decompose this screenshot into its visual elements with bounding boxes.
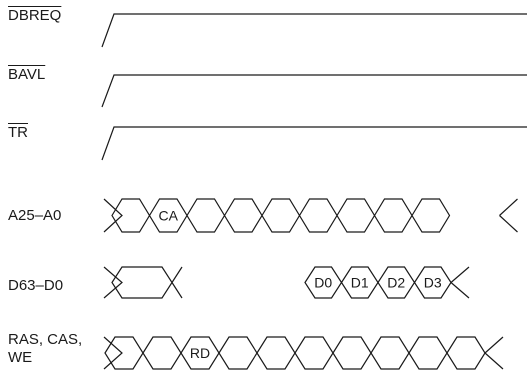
level-waveform-bavl — [101, 74, 527, 108]
signal-label-ctrl-line2: WE — [8, 349, 33, 366]
bus-cell-ctrl-9 — [446, 336, 486, 370]
bus-cell-addr-4 — [261, 198, 301, 233]
bus-cell-label-data-4: D3 — [424, 275, 442, 291]
bus-cell-addr-0 — [111, 198, 151, 233]
bus-cell-label-ctrl-2: RD — [190, 345, 210, 361]
bus-cell-label-addr-1: CA — [159, 208, 179, 224]
bus-cell-addr-3 — [223, 198, 263, 233]
bus-cell-ctrl-8 — [408, 336, 448, 370]
bus-lead-ctrl — [103, 336, 123, 370]
level-waveform-dbreq — [101, 13, 527, 48]
bus-lead-data — [103, 266, 123, 299]
bus-cell-addr-6 — [336, 198, 376, 233]
signal-label-data-bus: D63–D0 — [8, 277, 64, 294]
bus-cell-ctrl-0 — [104, 336, 144, 370]
bus-cell-ctrl-4 — [256, 336, 296, 370]
bus-cell-addr-7 — [373, 198, 413, 233]
bus-cell-ctrl-6 — [332, 336, 372, 370]
signal-label-tr: TR — [8, 124, 28, 141]
bus-cell-ctrl-7 — [370, 336, 410, 370]
bus-lead-addr — [103, 198, 123, 233]
signal-label-dbreq: DBREQ — [8, 7, 62, 24]
bus-cell-data-gap — [171, 266, 183, 299]
bus-cell-ctrl-1 — [142, 336, 182, 370]
signal-label-address-bus: A25–A0 — [8, 207, 62, 224]
bus-cell-label-data-3: D2 — [387, 275, 405, 291]
bus-tail-addr — [499, 198, 518, 233]
bus-cell-addr-8 — [411, 198, 451, 233]
bus-cell-addr-2 — [186, 198, 226, 233]
bus-cell-data-0 — [111, 266, 173, 299]
signal-label-bavl: BAVL — [8, 66, 46, 83]
bus-tail-ctrl — [484, 336, 504, 370]
bus-cell-label-data-1: D0 — [314, 275, 332, 291]
bus-cell-label-data-2: D1 — [351, 275, 369, 291]
signal-label-ctrl-line1: RAS, CAS, — [8, 331, 83, 348]
bus-cell-addr-5 — [298, 198, 338, 233]
level-waveform-tr — [101, 126, 527, 161]
bus-cell-ctrl-3 — [218, 336, 258, 370]
bus-cell-ctrl-5 — [294, 336, 334, 370]
bus-tail-data — [450, 266, 470, 299]
